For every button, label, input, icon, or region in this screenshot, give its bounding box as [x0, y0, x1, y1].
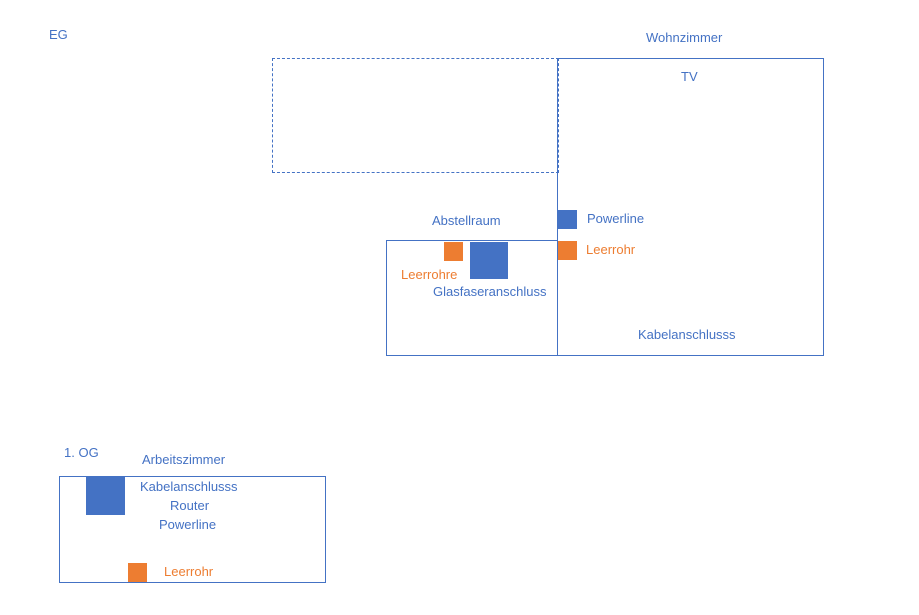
leerrohre-marker	[444, 242, 463, 261]
powerline-label-eg: Powerline	[587, 211, 645, 226]
room-arbeitszimmer	[59, 476, 326, 583]
leerrohr-label-og: Leerrohr	[164, 564, 214, 579]
room-title-wohnzimmer: Wohnzimmer	[646, 30, 723, 45]
leerrohr-marker-eg	[558, 241, 577, 260]
glasfaser-marker	[470, 242, 508, 279]
powerline-marker-eg	[558, 210, 577, 229]
leerrohr-label-eg: Leerrohr	[586, 242, 636, 257]
router-label: Router	[170, 498, 210, 513]
floor-label-og: 1. OG	[64, 445, 99, 460]
leerrohre-label: Leerrohre	[401, 267, 458, 282]
kabelanschluss-label-og: Kabelanschlusss	[140, 479, 238, 494]
room-abstellraum	[386, 240, 558, 356]
tv-label: TV	[681, 69, 698, 84]
room-title-arbeitszimmer: Arbeitszimmer	[142, 452, 226, 467]
powerline-label-og: Powerline	[159, 517, 217, 532]
leerrohr-marker-og	[128, 563, 147, 582]
glasfaser-label: Glasfaseranschluss	[433, 284, 547, 299]
floor-label-eg: EG	[49, 27, 68, 42]
room-title-abstellraum: Abstellraum	[432, 213, 501, 228]
room-wohnzimmer	[557, 58, 824, 356]
router-marker	[86, 477, 125, 515]
dashed-area	[272, 58, 559, 173]
kabelanschluss-label-eg: Kabelanschlusss	[638, 327, 736, 342]
